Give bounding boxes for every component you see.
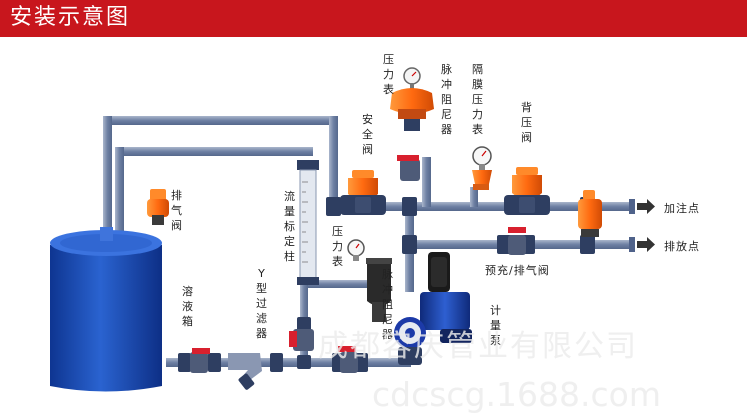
label-safety-valve: 安全阀 [362, 113, 373, 156]
prime-vent-valve-icon [578, 190, 602, 237]
label-diaphragm-gauge: 隔膜压力表 [472, 63, 483, 136]
y-strainer-icon [228, 353, 262, 390]
flow-calibration-column [297, 160, 319, 285]
label-dosing-point: 加注点 [664, 202, 700, 215]
label-pressure-gauge-top: 压力表 [383, 53, 394, 96]
watermark-company: 成都容庆管业有限公司 [318, 329, 638, 364]
exhaust-valve-icon [147, 189, 169, 225]
outlet-arrows [637, 199, 655, 252]
pulse-damper-top-icon [390, 67, 434, 131]
label-dissolving-tank: 溶液箱 [182, 285, 193, 328]
label-metering-pump: 计量泵 [490, 304, 501, 347]
pressure-gauge-low-icon [347, 239, 365, 261]
ball-valve-icons [190, 155, 526, 373]
installation-diagram: 压力表 脉冲阻尼器 隔膜压力表 背压阀 安全阀 排气阀 流量标定柱 压力表 脉冲… [0, 37, 747, 414]
diaphragm-gauge-icon [472, 146, 492, 190]
diagram-svg [50, 67, 655, 392]
label-y-strainer: Y型过滤器 [256, 267, 267, 340]
metering-pump-icon [394, 252, 472, 365]
back-pressure-valve-icon [504, 167, 550, 215]
label-back-pressure-valve: 背压阀 [521, 101, 532, 144]
label-pulse-damper-top: 脉冲阻尼器 [441, 63, 452, 136]
page-title: 安装示意图 [10, 5, 131, 30]
safety-valve-icon [340, 170, 386, 215]
label-exhaust-valve: 排气阀 [171, 189, 182, 232]
label-drain-point: 排放点 [664, 240, 700, 253]
label-pulse-damper-low: 脉冲阻尼器 [382, 268, 393, 341]
dissolving-tank [50, 227, 162, 392]
header-bar: 安装示意图 [0, 0, 747, 37]
label-prime-vent-valve: 预充/排气阀 [485, 264, 550, 277]
pulse-damper-low-icon [366, 258, 392, 322]
watermark-site: cdcscg.1688.com [372, 375, 661, 414]
label-pressure-gauge-low: 压力表 [332, 225, 343, 268]
label-flow-calibration-column: 流量标定柱 [284, 190, 295, 263]
